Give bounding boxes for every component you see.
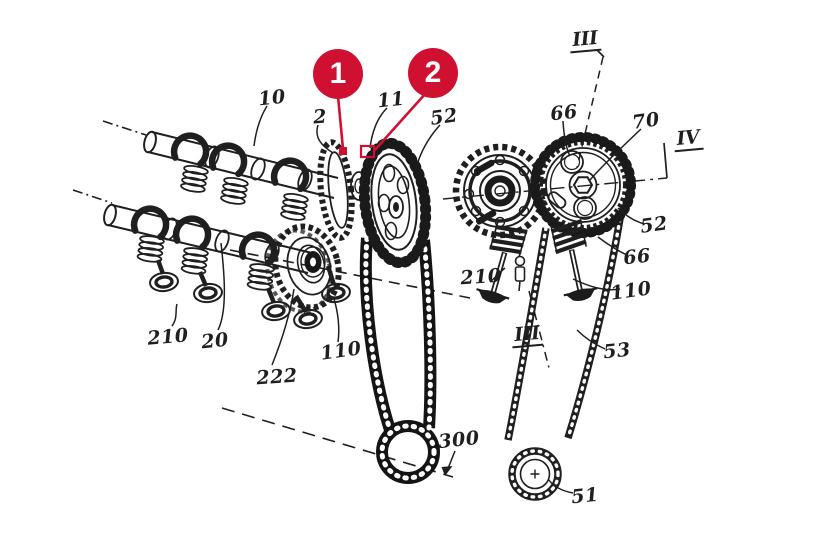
part-label-20: 20 bbox=[200, 328, 230, 354]
chain-sprocket-left-view bbox=[358, 137, 432, 269]
valves-left-view bbox=[155, 259, 337, 314]
part-label-53: 53 bbox=[602, 338, 632, 364]
section-marker-iii-bottom: III bbox=[510, 321, 544, 349]
part-label-52-left: 52 bbox=[428, 104, 460, 130]
part-label-210-right: 210 bbox=[459, 264, 503, 290]
part-label-11: 11 bbox=[376, 87, 406, 113]
part-label-300: 300 bbox=[437, 426, 481, 454]
chain-sprocket-front-view bbox=[539, 141, 627, 229]
part-label-210-left: 210 bbox=[146, 324, 190, 350]
part-label-70: 70 bbox=[630, 108, 662, 134]
part-label-10: 10 bbox=[257, 85, 287, 111]
part-label-222: 222 bbox=[255, 364, 299, 390]
callout-pointers bbox=[336, 92, 427, 159]
left-view-camshaft-assembly bbox=[72, 120, 471, 484]
lower-camshaft-gear bbox=[265, 223, 342, 314]
part-label-2: 2 bbox=[312, 105, 328, 129]
callout-badge-1: 1 bbox=[313, 49, 363, 99]
part-label-66-right: 66 bbox=[622, 244, 652, 270]
right-view-timing-drive bbox=[442, 49, 668, 501]
leader-lines bbox=[171, 105, 646, 494]
section-marker-iv: IV bbox=[672, 125, 704, 153]
part-label-66-top: 66 bbox=[549, 100, 579, 126]
valves-front-view bbox=[474, 219, 599, 307]
part-label-52-right: 52 bbox=[638, 212, 670, 238]
camshaft-gear bbox=[317, 139, 368, 241]
crankshaft-sprocket bbox=[519, 458, 551, 490]
upper-camshaft bbox=[143, 130, 339, 199]
part-label-51: 51 bbox=[570, 483, 600, 509]
camshaft-gear-front-view bbox=[452, 143, 548, 239]
callout-badge-2: 2 bbox=[408, 48, 458, 98]
section-marker-iii-top: III bbox=[568, 26, 602, 54]
timing-chain-left-view bbox=[359, 235, 440, 484]
